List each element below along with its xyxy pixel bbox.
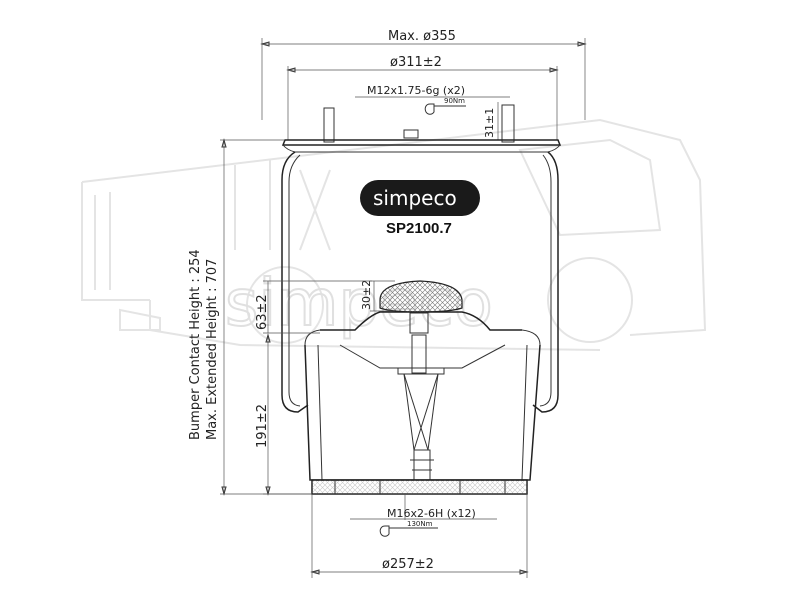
- base-plate: [311, 479, 528, 495]
- piston-height-label: 191±2: [255, 404, 270, 448]
- bottom-thread-label: M16x2-6H (x12): [387, 507, 476, 520]
- plate-diameter-label: ø311±2: [390, 55, 442, 70]
- model-number: SP2100.7: [386, 220, 452, 237]
- max-diameter-dimension: [260, 38, 587, 120]
- mounting-studs: [323, 104, 515, 143]
- overall-height-dimension: [220, 138, 312, 496]
- top-plate: [281, 139, 562, 153]
- bumper-offset-label: 63±2: [255, 294, 270, 330]
- bottom-torque-label: 130Nm: [407, 520, 433, 528]
- max-extended-height-label: Max. Extended Height : 707: [205, 259, 220, 440]
- bumper-height-label: 30±2: [360, 280, 373, 310]
- bottom-torque-wrench-icon: [379, 525, 438, 537]
- stud-length-label: 31±1: [483, 108, 496, 138]
- piston-diameter-dimension: [310, 494, 529, 578]
- logo-text: simpeco: [373, 186, 457, 210]
- stud-torque-label: 90Nm: [444, 97, 465, 105]
- air-bellow: [281, 151, 559, 413]
- max-diameter-label: Max. ø355: [388, 29, 456, 44]
- piston-head: [304, 311, 541, 375]
- stud-thread-label: M12x1.75-6g (x2): [367, 84, 465, 97]
- piston-diameter-label: ø257±2: [382, 557, 434, 572]
- piston-body: [304, 344, 541, 481]
- bumper-contact-height-label: Bumper Contact Height : 254: [188, 249, 203, 440]
- plate-diameter-dimension: [286, 66, 559, 140]
- logo-badge: [360, 180, 480, 216]
- piston-height-dimension: [263, 333, 312, 496]
- bumper-offset-dimension: [263, 280, 372, 334]
- torque-wrench-icon: [424, 103, 466, 115]
